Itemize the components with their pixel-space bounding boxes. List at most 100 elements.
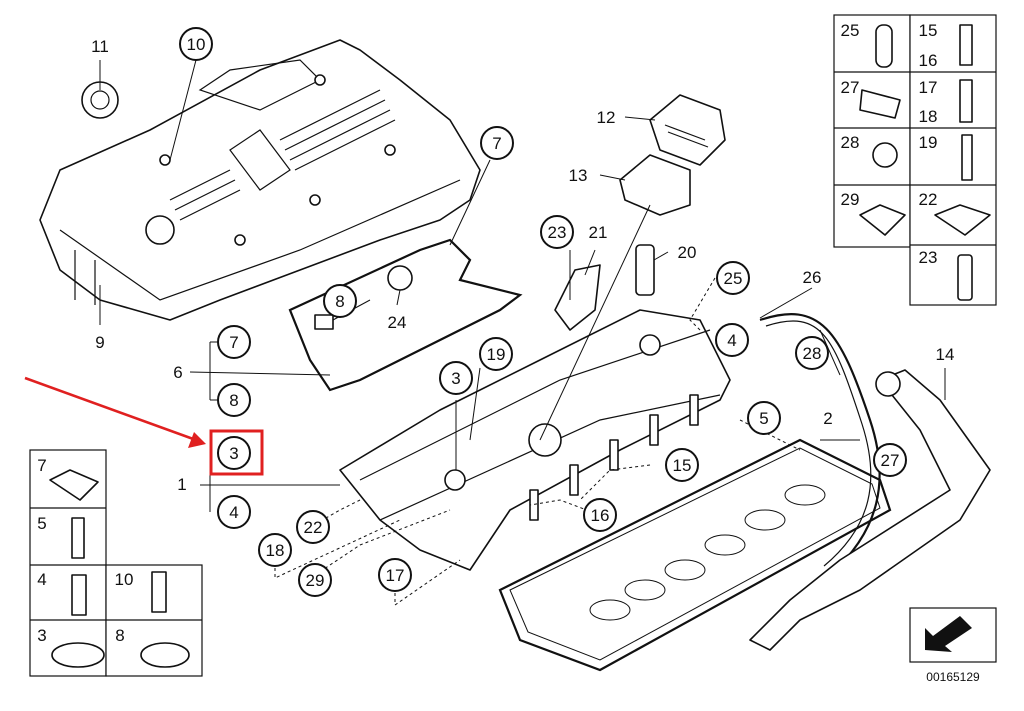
svg-text:29: 29 [841, 190, 860, 209]
svg-text:25: 25 [841, 21, 860, 40]
callout-10: 10 [179, 27, 213, 61]
svg-text:16: 16 [591, 506, 610, 525]
label-12: 12 [597, 108, 616, 127]
svg-text:10: 10 [187, 35, 206, 54]
svg-text:4: 4 [727, 331, 736, 350]
emblem-part [81, 81, 119, 119]
callout-8-top: 8 [323, 284, 357, 318]
label-11: 11 [91, 37, 109, 56]
spark-plug-seals [589, 484, 826, 621]
label-21: 21 [589, 223, 608, 242]
leader-lines [99, 59, 946, 512]
svg-text:8: 8 [335, 292, 344, 311]
svg-text:18: 18 [919, 107, 938, 126]
svg-text:3: 3 [229, 444, 238, 463]
callout-7-left: 7 [217, 325, 251, 359]
svg-text:5: 5 [37, 514, 46, 533]
callout-7-top: 7 [480, 126, 514, 160]
grommet-icon-8 [140, 642, 190, 668]
callout-23-top: 23 [540, 215, 574, 249]
svg-text:22: 22 [919, 190, 938, 209]
callout-18: 18 [258, 533, 292, 567]
sleeve-icon-25 [875, 24, 893, 68]
label-14: 14 [936, 345, 955, 364]
label-9: 9 [95, 333, 104, 352]
cover-gasket-frame [288, 238, 523, 392]
callout-17: 17 [378, 558, 412, 592]
arrow-direction-icon [925, 616, 972, 652]
head-cover-gasket [498, 438, 892, 672]
engine-top-cover [39, 39, 481, 321]
cover-emblem [145, 215, 175, 245]
callout-19: 19 [479, 337, 513, 371]
spark-plug-icon-19 [961, 134, 973, 181]
clip-icon-7 [49, 469, 99, 501]
cylinder-head-cover [339, 309, 731, 571]
bolt-icon-4 [71, 574, 87, 616]
svg-text:7: 7 [37, 456, 46, 475]
cover-bolts [529, 394, 699, 521]
callout-29: 29 [298, 563, 332, 597]
bolt-icon-5 [71, 517, 85, 559]
seal-icon-3 [51, 642, 105, 668]
svg-text:23: 23 [919, 248, 938, 267]
label-6: 6 [173, 363, 182, 382]
bolt-icon-15 [959, 24, 973, 66]
bolt-icon-10 [151, 571, 167, 613]
svg-text:4: 4 [229, 503, 238, 522]
arrowhead-icon [188, 432, 206, 448]
svg-text:3: 3 [451, 369, 460, 388]
callout-25: 25 [716, 261, 750, 295]
callout-28: 28 [795, 336, 829, 370]
label-24: 24 [388, 313, 407, 332]
direction-indicator [909, 607, 997, 663]
svg-text:7: 7 [229, 333, 238, 352]
svg-text:29: 29 [306, 571, 325, 590]
screw-icon-23 [957, 254, 973, 301]
bracket-part-21 [554, 264, 601, 331]
svg-text:19: 19 [487, 345, 506, 364]
svg-text:22: 22 [304, 518, 323, 537]
svg-text:23: 23 [548, 223, 567, 242]
label-1: 1 [177, 475, 186, 494]
svg-text:15: 15 [673, 456, 692, 475]
svg-text:8: 8 [115, 626, 124, 645]
highlight-box [209, 429, 264, 476]
grommet-24 [387, 265, 413, 291]
breather-hose [759, 313, 881, 576]
callout-3-mid: 3 [439, 361, 473, 395]
label-2: 2 [823, 409, 832, 428]
label-26: 26 [803, 268, 822, 287]
callout-8-left: 8 [217, 383, 251, 417]
cover-ribs [169, 89, 396, 221]
svg-text:27: 27 [841, 78, 860, 97]
svg-text:7: 7 [492, 134, 501, 153]
svg-text:28: 28 [841, 133, 860, 152]
nut-icon-29 [859, 204, 906, 236]
label-13: 13 [569, 166, 588, 185]
svg-text:18: 18 [266, 541, 285, 560]
bolt-icon-17 [959, 79, 973, 123]
svg-text:4: 4 [37, 570, 46, 589]
grommet-icon-28 [872, 142, 898, 168]
sleeve-part-20 [635, 244, 655, 296]
svg-text:15: 15 [919, 21, 938, 40]
svg-text:16: 16 [919, 51, 938, 70]
callout-15: 15 [665, 448, 699, 482]
label-20: 20 [678, 243, 697, 262]
clip-8 [314, 314, 334, 330]
svg-text:27: 27 [881, 451, 900, 470]
svg-text:25: 25 [724, 269, 743, 288]
callout-16: 16 [583, 498, 617, 532]
callout-4-right: 4 [715, 323, 749, 357]
left-hardware-kit [29, 449, 203, 677]
svg-text:8: 8 [229, 391, 238, 410]
svg-text:17: 17 [386, 566, 405, 585]
svg-text:10: 10 [115, 570, 134, 589]
svg-text:5: 5 [759, 409, 768, 428]
nut-icon-22 [934, 204, 991, 236]
reference-number: 00165129 [926, 670, 980, 684]
highlight-annotation [24, 376, 264, 476]
filler-seal [619, 154, 691, 216]
